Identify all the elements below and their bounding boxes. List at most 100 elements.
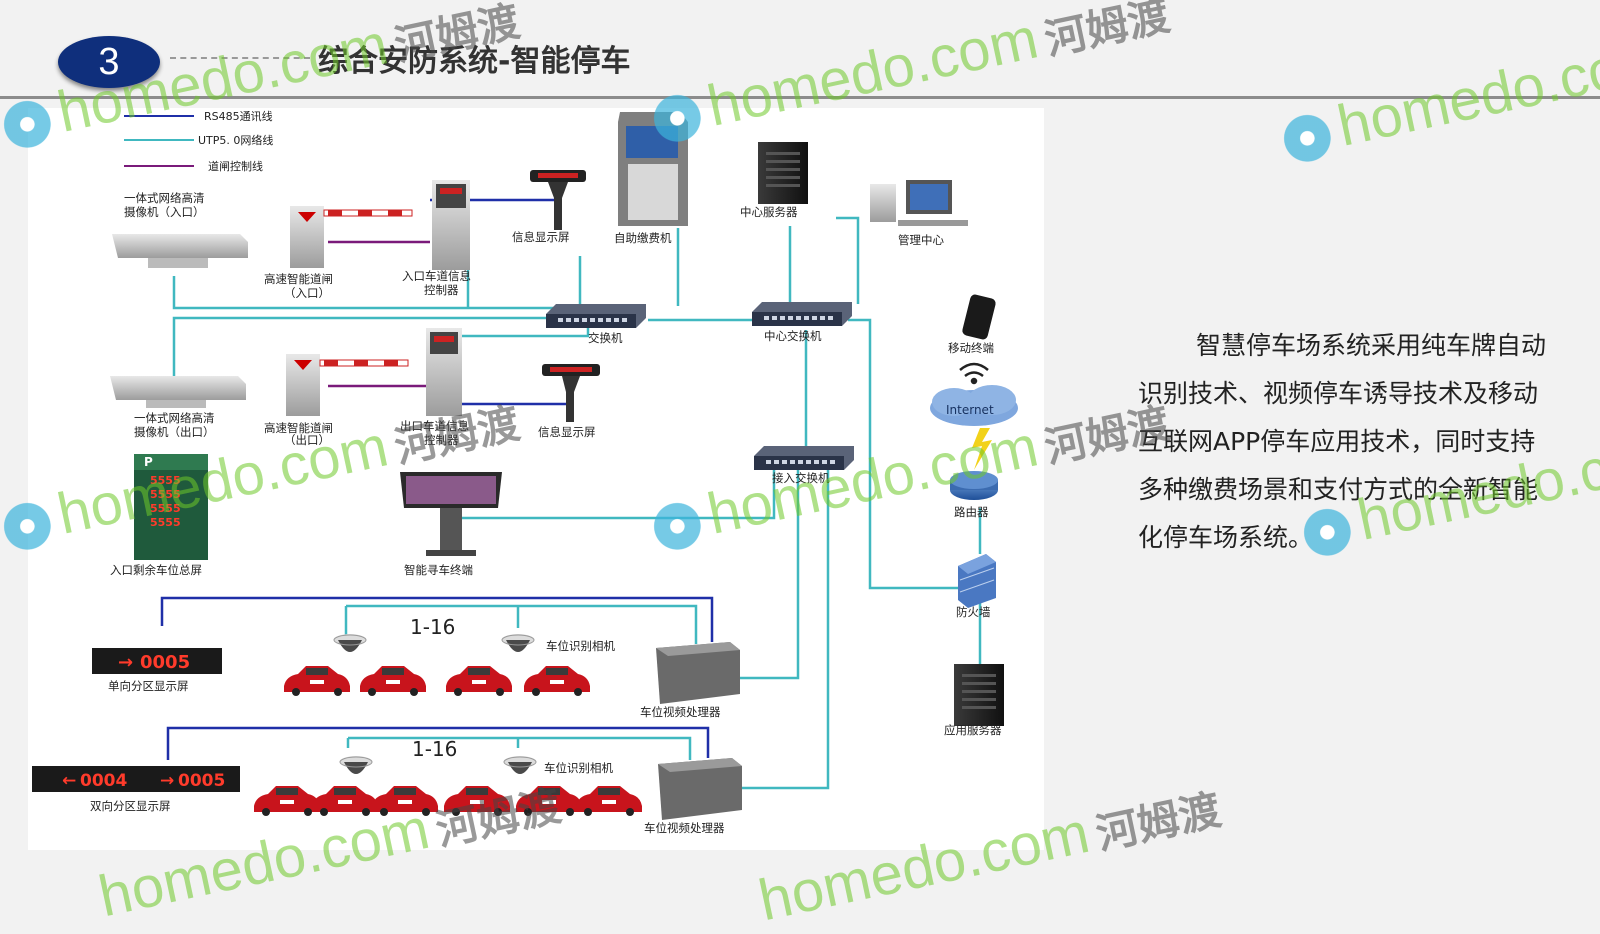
center-server-icon — [758, 142, 808, 204]
car-icon — [516, 786, 582, 816]
app-server-label: 应用服务器 — [944, 723, 1002, 737]
kiosk-label: 自助缴费机 — [614, 231, 672, 245]
access-switch-icon — [754, 446, 854, 470]
car-icon — [284, 666, 350, 696]
video-processor-icon — [656, 642, 740, 704]
barrier-gate-entrance-icon — [290, 206, 413, 268]
legend: RS485通讯线 UTP5. 0网络线 道闸控制线 — [124, 109, 273, 173]
car-icon — [576, 786, 642, 816]
firewall-label: 防火墙 — [956, 605, 991, 619]
core-switch-label: 中心交换机 — [764, 329, 822, 343]
switch-icon — [546, 304, 646, 328]
internet-label: Internet — [946, 403, 994, 417]
camera-exit-label-2: 摄像机（出口） — [134, 425, 215, 439]
spot-camera-icon — [503, 755, 537, 775]
camera-entrance-label-2: 摄像机（入口） — [124, 205, 205, 219]
barrier-entrance-label-2: （入口） — [284, 286, 330, 300]
mobile-terminal-label: 移动终端 — [948, 341, 994, 355]
car-icon — [254, 786, 320, 816]
slide-header: 3 综合安防系统-智能停车 — [0, 0, 1600, 99]
lane-controller-entrance-label-1: 入口车道信息 — [402, 269, 471, 283]
center-server-label: 中心服务器 — [740, 205, 798, 219]
zone-double-screen-label: 双向分区显示屏 — [90, 799, 171, 813]
total-screen-value-3: 5555 — [150, 502, 181, 515]
car-icon — [360, 666, 426, 696]
camera-entrance-icon — [112, 234, 248, 268]
system-description: 智慧停车场系统采用纯车牌自动识别技术、视频停车诱导技术及移动互联网APP停车应用… — [1138, 331, 1547, 552]
diagram-canvas: RS485通讯线 UTP5. 0网络线 道闸控制线 一体式网络高清 摄像机（入口… — [32, 109, 1018, 835]
zone-single-screen-label: 单向分区显示屏 — [108, 679, 189, 693]
lane-controller-entrance-icon — [432, 180, 470, 270]
zone-double-screen: ← 0004 → 0005 — [32, 766, 240, 792]
title-divider — [170, 57, 310, 59]
header-rule — [0, 96, 1600, 99]
spot-camera-icon — [339, 755, 373, 775]
firewall-icon — [958, 554, 996, 608]
car-icon — [524, 666, 590, 696]
video-processor-label-1: 车位视频处理器 — [640, 705, 721, 719]
smart-car-search-terminal-icon — [400, 472, 502, 556]
info-display-entrance-label: 信息显示屏 — [512, 230, 570, 244]
mobile-terminal-icon — [962, 294, 996, 340]
spot-camera-label-2: 车位识别相机 — [544, 761, 613, 775]
lane-controller-exit-label-1: 出口车道信息 — [400, 419, 469, 433]
spot-camera-icon — [501, 633, 535, 653]
internet-cloud-icon — [930, 385, 1018, 426]
access-switch-label: 接入交换机 — [772, 471, 830, 485]
camera-entrance-label-1: 一体式网络高清 — [124, 191, 205, 205]
spot-range-label-2: 1-16 — [412, 737, 457, 761]
zone-double-left-arrow-icon: ← — [62, 771, 76, 791]
car-icon — [446, 666, 512, 696]
lane-controller-entrance-label-2: 控制器 — [424, 283, 459, 297]
zone-double-left-value: 0004 — [80, 771, 127, 791]
legend-label-utp: UTP5. 0网络线 — [198, 133, 273, 147]
legend-label-gate: 道闸控制线 — [208, 159, 263, 173]
barrier-gate-exit-icon — [286, 354, 409, 416]
management-center-label: 管理中心 — [898, 233, 944, 247]
video-processor-icon — [658, 758, 742, 820]
info-display-exit-icon — [542, 364, 600, 422]
zone-double-right-arrow-icon: → — [160, 771, 174, 791]
self-service-kiosk-icon — [618, 112, 688, 226]
wifi-icon — [959, 362, 989, 385]
camera-exit-icon — [110, 376, 246, 408]
zone-single-value: 0005 — [140, 652, 190, 673]
car-icon — [444, 786, 510, 816]
spot-range-label-1: 1-16 — [410, 615, 455, 639]
barrier-exit-label-1: 高速智能道闸 — [264, 421, 333, 435]
switch-label: 交换机 — [588, 331, 623, 345]
total-screen-value-2: 5555 — [150, 488, 181, 501]
camera-exit-label-1: 一体式网络高清 — [134, 411, 215, 425]
core-switch-icon — [752, 302, 852, 326]
router-icon — [950, 471, 998, 500]
total-screen-value-1: 5555 — [150, 474, 181, 487]
svg-text:P: P — [144, 455, 153, 469]
car-icon — [312, 786, 378, 816]
slide-title: 综合安防系统-智能停车 — [318, 44, 631, 79]
zone-single-screen: → 0005 — [92, 648, 222, 674]
lane-controller-exit-icon — [426, 328, 462, 416]
zone-double-right-value: 0005 — [178, 771, 225, 791]
watermark-flower-icon — [1275, 105, 1340, 170]
info-display-exit-label: 信息显示屏 — [538, 425, 596, 439]
legend-label-rs485: RS485通讯线 — [204, 109, 273, 123]
video-processor-label-2: 车位视频处理器 — [644, 821, 725, 835]
info-display-entrance-icon — [530, 170, 586, 230]
lightning-icon — [972, 428, 992, 470]
remaining-spaces-total-screen: P 5555 5555 5555 5555 — [134, 454, 208, 560]
car-icon — [372, 786, 438, 816]
total-screen-value-4: 5555 — [150, 516, 181, 529]
spot-camera-label-1: 车位识别相机 — [546, 639, 615, 653]
app-server-icon — [954, 664, 1004, 726]
section-number-badge: 3 — [58, 36, 160, 88]
spot-camera-icon — [333, 633, 367, 653]
barrier-entrance-label-1: 高速智能道闸 — [264, 272, 333, 286]
lane-controller-exit-label-2: 控制器 — [424, 433, 459, 447]
management-center-icon — [870, 180, 968, 226]
barrier-exit-label-2: （出口） — [284, 433, 330, 447]
total-screen-label: 入口剩余车位总屏 — [110, 563, 202, 577]
parking-system-diagram: RS485通讯线 UTP5. 0网络线 道闸控制线 一体式网络高清 摄像机（入口… — [28, 108, 1044, 850]
zone-single-arrow-icon: → — [118, 652, 133, 673]
search-terminal-label: 智能寻车终端 — [404, 563, 473, 577]
router-label: 路由器 — [954, 505, 989, 519]
